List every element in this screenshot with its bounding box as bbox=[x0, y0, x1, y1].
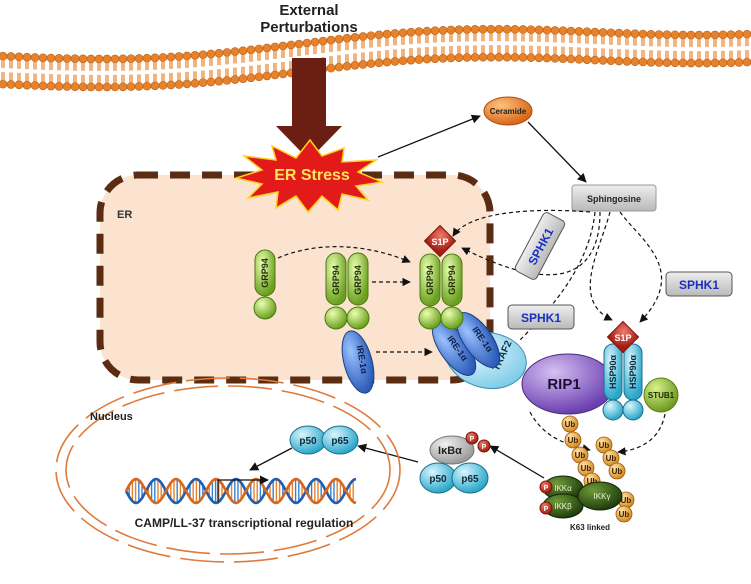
grp94-label-3: GRP94 bbox=[353, 265, 363, 295]
arrow-grp94-to-dimer bbox=[277, 246, 411, 263]
ikka-label: IKKα bbox=[554, 484, 572, 493]
ubiquitin-label-4: Ub bbox=[581, 464, 592, 473]
grp94-label-4: GRP94 bbox=[425, 265, 435, 295]
er-stress-burst bbox=[233, 138, 385, 214]
grp94-label-1: GRP94 bbox=[260, 258, 270, 288]
stub1-label: STUB1 bbox=[648, 391, 675, 400]
ceramide-label: Ceramide bbox=[490, 107, 527, 116]
nucleus-label: Nucleus bbox=[90, 411, 133, 423]
cell-membrane bbox=[0, 24, 751, 92]
grp94-label-5: GRP94 bbox=[447, 265, 457, 295]
ubiquitin-8 bbox=[608, 462, 626, 480]
sphingosine-label: Sphingosine bbox=[587, 194, 641, 204]
ubiquitin-label-10: Ub bbox=[619, 510, 630, 519]
ikk-p-label-1: P bbox=[544, 485, 549, 492]
hsp90a-s1p-stub1-complex: HSP90α HSP90α S1P STUB1 bbox=[602, 320, 679, 421]
arrow-nfkb-to-dna bbox=[249, 447, 293, 471]
p65-label-1: p65 bbox=[461, 474, 479, 485]
arrow-nfkb-into-nucleus bbox=[357, 443, 419, 463]
arrow-sph-to-s1p-hsp-2 bbox=[619, 211, 663, 323]
ubiquitin-label-3: Ub bbox=[575, 451, 586, 460]
s1p-label-2: S1P bbox=[614, 333, 631, 343]
hsp90a-label-1: HSP90α bbox=[608, 355, 618, 390]
arrow-sph-to-traf bbox=[519, 211, 596, 341]
arrow-ceramide-to-sphingosine bbox=[527, 121, 587, 183]
s1p-label-1: S1P bbox=[431, 237, 448, 247]
ubiquitin-10 bbox=[615, 505, 633, 523]
nucleus-inner bbox=[65, 385, 391, 555]
arrow-ikk-to-ikba bbox=[489, 445, 545, 479]
sphk1-box-3: SPHK1 bbox=[507, 304, 575, 330]
ubiquitin-2 bbox=[564, 431, 582, 449]
ikba-nfkb-complex: IκBα P P p50 p65 bbox=[419, 431, 491, 494]
p50-label-2: p50 bbox=[299, 436, 317, 447]
grp94-monomer: GRP94 bbox=[253, 249, 277, 320]
ubiquitin-label-8: Ub bbox=[612, 467, 623, 476]
arrow-sph-to-s1p-er-2 bbox=[461, 211, 601, 276]
ikk-p-label-2: P bbox=[544, 506, 549, 513]
ikba-label: IκBα bbox=[438, 445, 462, 457]
ubiquitin-label-5: Ub bbox=[587, 477, 598, 486]
ire1a-label-1: IRE-1α bbox=[355, 345, 370, 375]
camp-label: CAMP/LL-37 transcriptional regulation bbox=[135, 516, 354, 530]
rip1-label: RIP1 bbox=[547, 376, 580, 393]
ubiquitin-6 bbox=[595, 436, 613, 454]
hsp90a-label-2: HSP90α bbox=[628, 355, 638, 390]
ikkb-label: IKKβ bbox=[554, 502, 572, 511]
ubiquitin-label-6: Ub bbox=[599, 441, 610, 450]
ubiquitin-label-1: Ub bbox=[565, 420, 576, 429]
grp94-label-2: GRP94 bbox=[331, 265, 341, 295]
ikba-p-label-1: P bbox=[470, 436, 475, 443]
arrow-stress-to-ceramide bbox=[377, 114, 481, 158]
p65-label-2: p65 bbox=[331, 436, 349, 447]
grp94-dimer-ire1a: GRP94 GRP94 IRE-1α bbox=[324, 252, 375, 394]
transcription-start-arrow bbox=[217, 475, 269, 502]
arrow-sph-to-s1p-hsp bbox=[589, 211, 613, 321]
title-line-1: External bbox=[279, 2, 338, 19]
arrow-sph-to-s1p-er bbox=[452, 209, 591, 237]
er-label: ER bbox=[117, 209, 132, 221]
sphk1-box-1: SPHK1 bbox=[514, 212, 566, 280]
nucleus-outer bbox=[55, 377, 401, 563]
er-stress-label: ER Stress bbox=[274, 167, 350, 184]
sphk1-label-3: SPHK1 bbox=[521, 311, 561, 325]
ubiquitin-label-7: Ub bbox=[606, 454, 617, 463]
ubiquitin-label-9: Ub bbox=[621, 496, 632, 505]
ubiquitin-1 bbox=[561, 415, 579, 433]
ubiquitin-label-2: Ub bbox=[568, 436, 579, 445]
ikkg-label: IKKγ bbox=[594, 492, 611, 501]
ikk-complex: IKKα IKKβ IKKγ P P bbox=[539, 475, 623, 519]
title-line-2: Perturbations bbox=[260, 19, 358, 36]
sphk1-box-2: SPHK1 bbox=[665, 271, 733, 297]
k63-label: K63 linked bbox=[570, 523, 610, 532]
nucleus-nfkb: p50 p65 bbox=[289, 425, 359, 455]
ikba-p-label-2: P bbox=[482, 444, 487, 451]
er-compartment bbox=[96, 171, 494, 384]
dna-helix bbox=[124, 477, 357, 505]
sphingosine-node bbox=[571, 184, 657, 212]
arrow-rip1-to-ub bbox=[529, 411, 591, 453]
s1p-grp94-ire1a-traf2-complex: TRAF2 IRE-1α IRE-1α GRP94 GRP94 S1P bbox=[418, 224, 527, 390]
p50-label-1: p50 bbox=[429, 474, 447, 485]
arrow-stub1-to-ub bbox=[617, 413, 666, 456]
sphk1-label-2: SPHK1 bbox=[679, 278, 719, 292]
ceramide-node bbox=[483, 96, 533, 126]
